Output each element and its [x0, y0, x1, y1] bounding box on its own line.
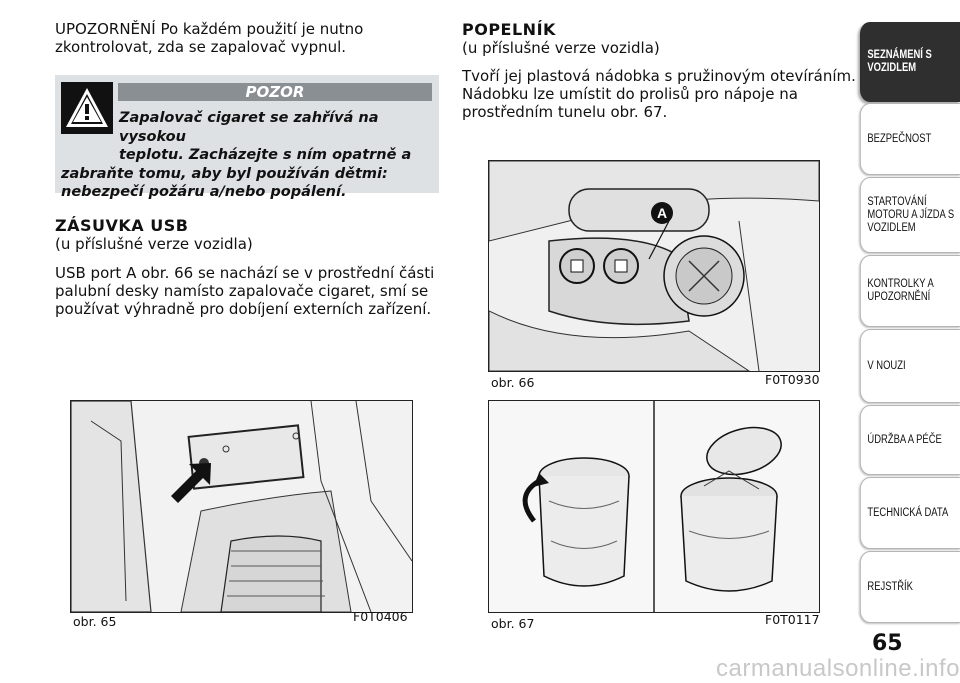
usb-paragraph: USB port A obr. 66 se nachází se v prost…: [55, 264, 455, 318]
warning-line: teplotu. Zacházejte s ním opatrně a: [119, 147, 412, 163]
figure-65-caption: obr. 65: [73, 614, 117, 629]
tab-v-nouzi[interactable]: V NOUZI: [860, 329, 960, 403]
tab-startovani[interactable]: STARTOVÁNÍ MOTORU A JÍZDA S VOZIDLEM: [860, 177, 960, 253]
ashtray-line: Nádobku lze umístit do prolisů pro nápoj…: [462, 85, 798, 103]
figure-66-caption: obr. 66: [491, 375, 535, 390]
intro-text: UPOZORNĚNÍ Po každém použití je nutno zk…: [55, 20, 445, 56]
figure-65-image: [70, 400, 413, 613]
warning-box: POZOR Zapalovač cigaret se zahřívá na vy…: [55, 75, 439, 200]
usb-subheading: (u příslušné verze vozidla): [55, 235, 253, 253]
ashtray-paragraph: Tvoří jej plastová nádobka s pružinovým …: [462, 67, 857, 121]
tab-rejstrik[interactable]: REJSTŘÍK: [860, 551, 960, 623]
ashtray-subheading: (u příslušné verze vozidla): [462, 39, 660, 57]
warning-text: Zapalovač cigaret se zahřívá na vysokou …: [61, 109, 433, 202]
figure-67-code: F0T0117: [765, 612, 820, 627]
ashtray-line: prostředním tunelu obr. 67.: [462, 103, 668, 121]
figure-65-code: F0T0406: [353, 609, 408, 624]
page-number: 65: [872, 631, 903, 656]
figure-66-image: A: [488, 160, 820, 372]
warning-line: nebezpečí požáru a/nebo popálení.: [61, 184, 347, 200]
tab-kontrolky[interactable]: KONTROLKY A UPOZORNĚNÍ: [860, 255, 960, 327]
tab-udrzba[interactable]: ÚDRŽBA A PÉČE: [860, 405, 960, 475]
figure-67-caption: obr. 67: [491, 616, 535, 631]
tab-bezpecnost[interactable]: BEZPEČNOST: [860, 103, 960, 175]
watermark-text: carmanualsonline.info: [716, 655, 960, 682]
warning-label: POZOR: [118, 83, 432, 101]
ashtray-line: Tvoří jej plastová nádobka s pružinovým …: [462, 67, 856, 85]
intro-line: zkontrolovat, zda se zapalovač vypnul.: [55, 38, 347, 56]
tab-seznameni-s-vozidlem[interactable]: SEZNÁMENÍ S VOZIDLEM: [860, 22, 960, 102]
warning-line: zabraňte tomu, aby byl používán dětmi:: [61, 165, 388, 182]
warning-line: Zapalovač cigaret se zahřívá na vysokou: [119, 110, 379, 145]
usb-heading: ZÁSUVKA USB: [55, 216, 189, 235]
figure-67-image: [488, 400, 820, 613]
callout-a-label: A: [657, 205, 667, 221]
intro-line: UPOZORNĚNÍ Po každém použití je nutno: [55, 20, 364, 38]
usb-line: palubní desky namísto zapalovače cigaret…: [55, 282, 429, 300]
usb-line: používat výhradně pro dobíjení externích…: [55, 300, 432, 318]
ashtray-heading: POPELNÍK: [462, 20, 556, 39]
usb-line: USB port A obr. 66 se nachází se v prost…: [55, 264, 435, 282]
figure-66-code: F0T0930: [765, 372, 820, 387]
warning-triangle-icon: [61, 82, 113, 134]
tab-technicka-data[interactable]: TECHNICKÁ DATA: [860, 477, 960, 549]
